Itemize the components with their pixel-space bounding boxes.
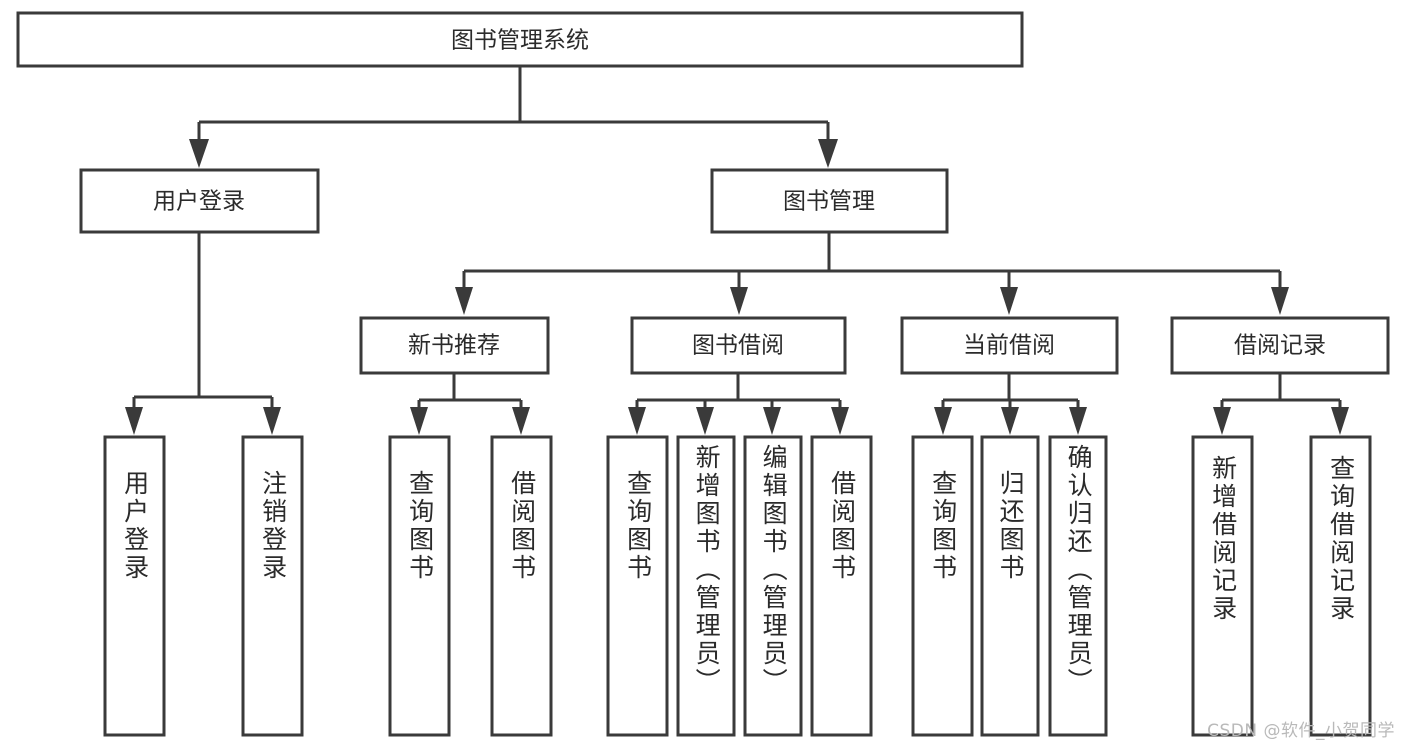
arrow-head-leaf-cb-3	[1069, 407, 1087, 435]
node-root-label: 图书管理系统	[451, 28, 589, 54]
leaf-box-borrow-record-2[interactable]	[1309, 435, 1372, 737]
node-new-book-recommend-label: 新书推荐	[408, 333, 500, 359]
arrow-head-to-user-login	[189, 139, 209, 168]
arrow-head-leaf-br-2	[1331, 407, 1349, 435]
leaf-box-book-borrow-1[interactable]	[606, 435, 669, 737]
arrow-head-leaf-cb-1	[934, 407, 952, 435]
leaf-box-current-borrow-3[interactable]	[1048, 435, 1108, 737]
leaf-box-current-borrow-2[interactable]	[980, 435, 1040, 737]
node-book-borrow-box[interactable]	[630, 316, 847, 375]
leaf-box-new-book-1[interactable]	[388, 435, 451, 737]
arrow-head-leaf-bb-1	[628, 407, 646, 435]
arrow-head-leaf-cb-2	[1001, 407, 1019, 435]
node-user-login-label: 用户登录	[153, 189, 245, 215]
arrow-head-to-borrow-record	[1271, 287, 1289, 315]
arrow-head-leaf-bb-3	[763, 407, 781, 435]
arrow-head-to-book-manage	[818, 139, 838, 168]
leaf-box-book-borrow-3[interactable]	[743, 435, 803, 737]
node-book-manage-box[interactable]	[710, 168, 949, 234]
csdn-watermark: CSDN @软件_小贺同学	[1207, 721, 1395, 741]
leaf-box-book-borrow-4[interactable]	[810, 435, 873, 737]
node-new-book-recommend-box[interactable]	[359, 316, 550, 375]
arrow-head-leaf-bb-2	[696, 407, 714, 435]
arrow-head-leaf-bb-4	[831, 407, 849, 435]
arrow-head-leaf-nbr-1	[410, 407, 428, 435]
leaf-box-user-login-1[interactable]	[103, 435, 166, 737]
node-root-box[interactable]	[16, 11, 1024, 68]
leaf-box-current-borrow-1[interactable]	[911, 435, 974, 737]
node-borrow-record-box[interactable]	[1170, 316, 1390, 375]
arrow-head-leaf-user-2	[263, 407, 281, 435]
arrow-head-to-book-borrow	[730, 287, 748, 315]
arrow-head-to-current-borrow	[1000, 287, 1018, 315]
node-current-borrow-box[interactable]	[900, 316, 1119, 375]
leaf-box-user-login-2[interactable]	[241, 435, 304, 737]
node-book-manage-label: 图书管理	[783, 189, 875, 215]
arrow-head-leaf-user-1	[125, 407, 143, 435]
arrow-head-leaf-nbr-2	[512, 407, 530, 435]
node-borrow-record-label: 借阅记录	[1234, 333, 1326, 359]
node-book-borrow-label: 图书借阅	[692, 333, 784, 359]
leaf-box-book-borrow-2[interactable]	[676, 435, 736, 737]
leaf-box-new-book-2[interactable]	[490, 435, 553, 737]
arrow-head-leaf-br-1	[1213, 407, 1231, 435]
arrow-head-to-new-book	[455, 287, 473, 315]
leaf-box-borrow-record-1[interactable]	[1191, 435, 1254, 737]
node-current-borrow-label: 当前借阅	[963, 333, 1055, 359]
